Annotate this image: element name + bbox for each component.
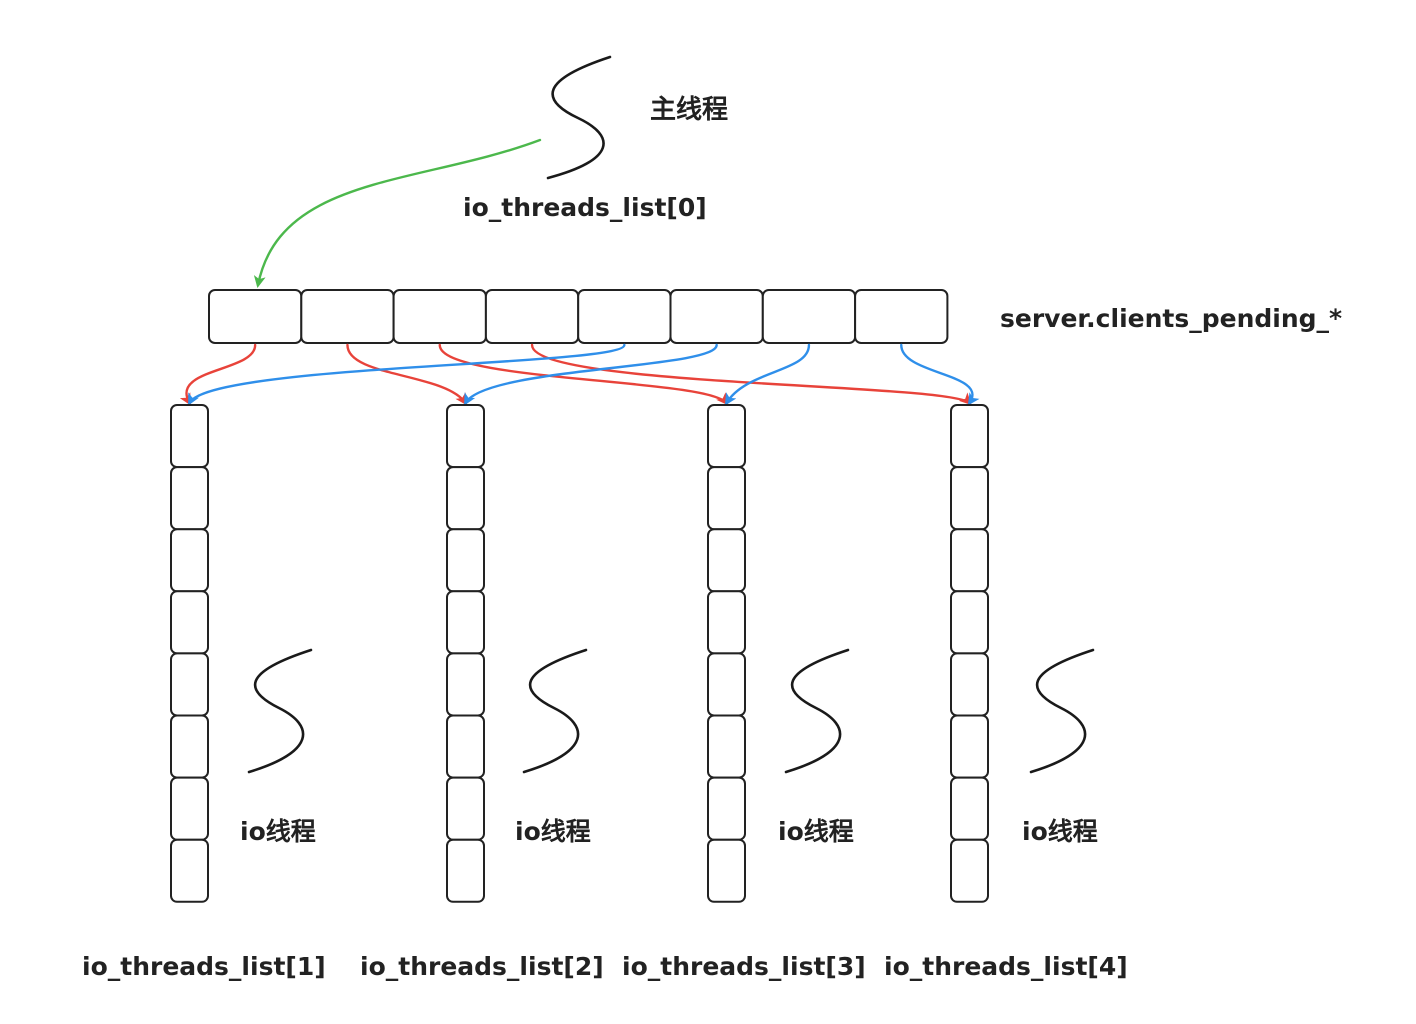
io-thread-slot bbox=[170, 590, 209, 655]
io-thread-slot bbox=[170, 404, 209, 469]
main-thread-label: 主线程 bbox=[650, 95, 728, 125]
io-thread-slot bbox=[446, 652, 485, 717]
io-thread-slot bbox=[707, 714, 746, 779]
io-thread-list-label-4: io_threads_list[4] bbox=[884, 952, 1128, 981]
io-thread-label-1: io线程 bbox=[240, 817, 316, 846]
pending-slot bbox=[669, 289, 764, 344]
io-thread-slot bbox=[950, 590, 989, 655]
io-thread-slot bbox=[707, 528, 746, 593]
blue-distribution-arrow bbox=[188, 343, 626, 406]
pending-slot bbox=[854, 289, 949, 344]
io-thread-slot bbox=[950, 652, 989, 717]
io-thread-slot bbox=[446, 838, 485, 903]
io-thread-label-2: io线程 bbox=[515, 817, 591, 846]
io-thread-slot bbox=[707, 404, 746, 469]
pending-list-label: server.clients_pending_* bbox=[1000, 304, 1342, 333]
blue-distribution-arrow bbox=[900, 343, 980, 406]
io-thread-slot bbox=[446, 590, 485, 655]
io-thread-list-label-1: io_threads_list[1] bbox=[82, 952, 326, 981]
blue-distribution-arrow bbox=[724, 343, 811, 406]
io-thread-slot bbox=[707, 590, 746, 655]
io-thread-slot bbox=[950, 776, 989, 841]
pending-list bbox=[208, 289, 949, 344]
io-thread-slot bbox=[707, 776, 746, 841]
pending-slot bbox=[577, 289, 672, 344]
io-thread-slot bbox=[707, 652, 746, 717]
main-thread-arrow bbox=[253, 138, 542, 288]
io-thread-list-label-3: io_threads_list[3] bbox=[622, 952, 866, 981]
io-thread-slot bbox=[707, 838, 746, 903]
io-thread-slot bbox=[446, 528, 485, 593]
red-distribution-arrow bbox=[438, 343, 729, 406]
io-thread-slot bbox=[170, 466, 209, 531]
io-thread-slot bbox=[170, 528, 209, 593]
red-distribution-arrow bbox=[530, 343, 972, 406]
main-thread-squiggle-icon bbox=[546, 55, 612, 180]
io-thread-squiggle-icon bbox=[1029, 648, 1095, 774]
io-thread-squiggle-icon bbox=[522, 648, 588, 774]
io-thread-squiggle-icon bbox=[784, 648, 850, 774]
io-thread-slot bbox=[950, 404, 989, 469]
io-thread-label-4: io线程 bbox=[1022, 817, 1098, 846]
io-thread-slot bbox=[170, 714, 209, 779]
io-thread-slot bbox=[170, 652, 209, 717]
pending-slot bbox=[392, 289, 487, 344]
io-thread-column-1 bbox=[170, 404, 209, 903]
io-thread-slot bbox=[950, 838, 989, 903]
io-thread-slot bbox=[707, 466, 746, 531]
blue-distribution-arrow bbox=[464, 343, 718, 406]
io-thread-list-label-2: io_threads_list[2] bbox=[360, 952, 604, 981]
io-thread-label-3: io线程 bbox=[778, 817, 854, 846]
io-thread-slot bbox=[446, 404, 485, 469]
io-thread-slot bbox=[446, 466, 485, 531]
red-distribution-arrow bbox=[179, 343, 257, 406]
io-thread-slot bbox=[950, 466, 989, 531]
pending-slot bbox=[300, 289, 395, 344]
io-thread-slot bbox=[950, 528, 989, 593]
io-thread-slot bbox=[446, 776, 485, 841]
io-thread-slot bbox=[170, 776, 209, 841]
io-thread-slot bbox=[170, 838, 209, 903]
pending-slot bbox=[761, 289, 857, 344]
pending-slot bbox=[484, 289, 580, 344]
pending-slot bbox=[208, 289, 303, 344]
io-thread-squiggle-icon bbox=[247, 648, 313, 774]
io-thread-columns bbox=[170, 404, 1095, 903]
io-thread-column-3 bbox=[707, 404, 746, 903]
io-thread-column-2 bbox=[446, 404, 485, 903]
io-thread-slot bbox=[446, 714, 485, 779]
red-distribution-arrow bbox=[346, 343, 468, 406]
distribution-arrows bbox=[179, 343, 980, 406]
main-thread-list-label: io_threads_list[0] bbox=[463, 193, 707, 222]
io-thread-column-4 bbox=[950, 404, 989, 903]
io-thread-slot bbox=[950, 714, 989, 779]
